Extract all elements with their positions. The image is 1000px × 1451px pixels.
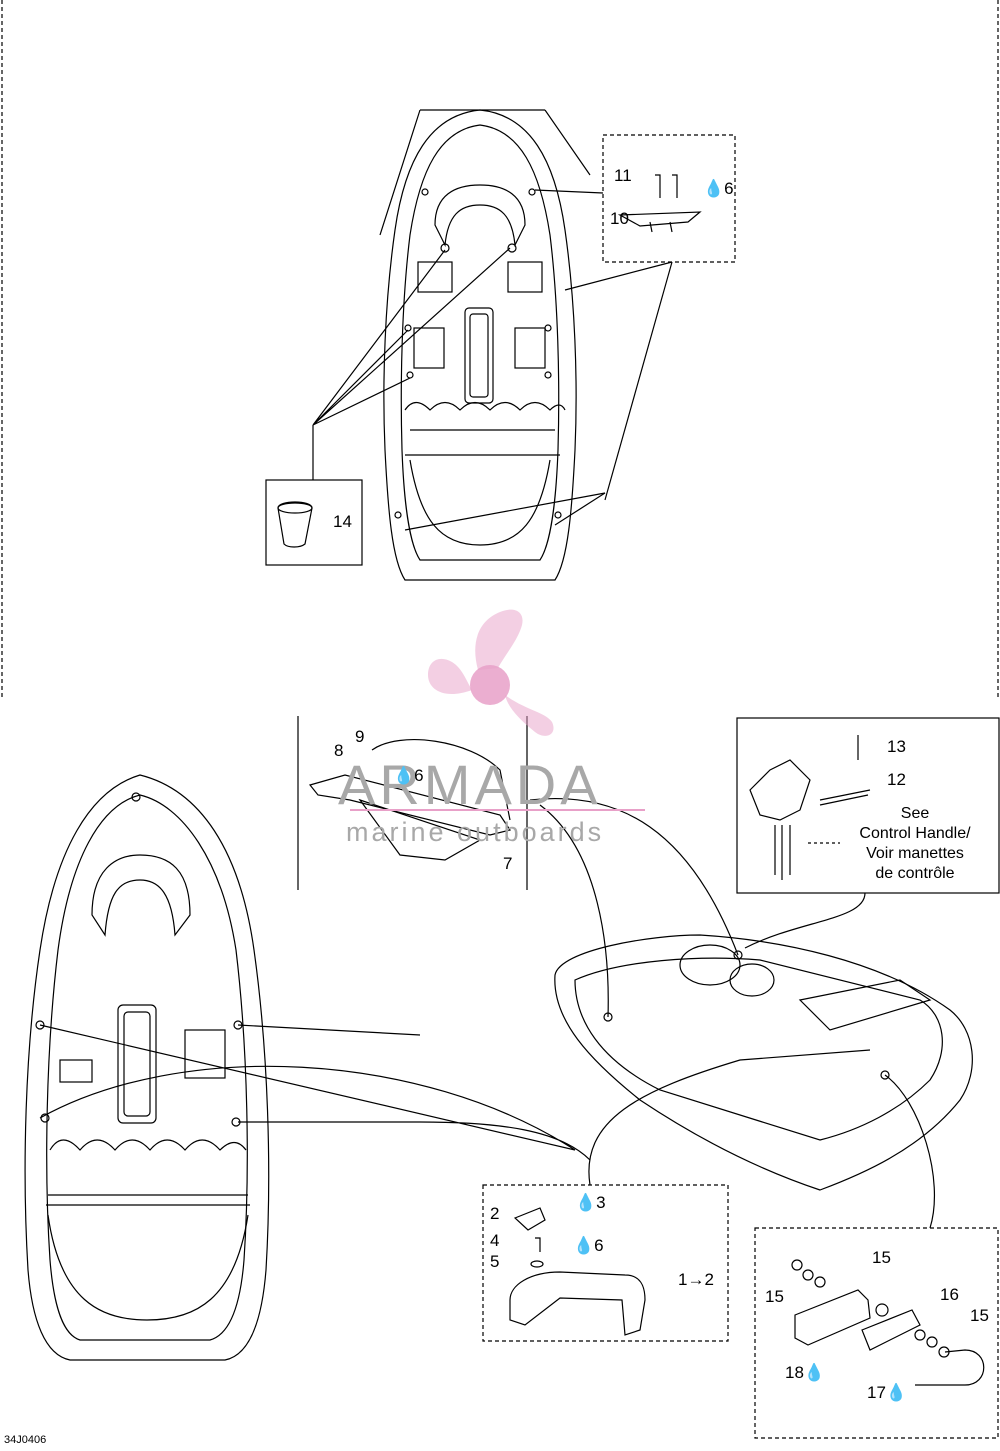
watermark-tagline: marine outboards	[346, 817, 605, 847]
watermark-brand: ARMADA	[338, 753, 602, 816]
callout-16: 16	[940, 1285, 959, 1304]
callout-1: 1→2	[678, 1270, 714, 1289]
callout-10: 10	[610, 209, 629, 228]
callout-3: 💧3	[575, 1193, 606, 1212]
callout-5: 5	[490, 1252, 500, 1271]
callout-15-left: 15	[765, 1287, 784, 1306]
hardware-box-cleat	[602, 134, 736, 263]
boat-3d-view	[554, 934, 973, 1191]
arrow-right-icon: →	[687, 1270, 705, 1289]
grab-rail-group	[308, 739, 511, 861]
callout-7: 7	[503, 854, 513, 873]
callout-12: 12	[887, 770, 906, 789]
hardware-box-eyelet	[754, 1227, 999, 1439]
callout-8: 8	[334, 741, 344, 760]
see-control-handle-note: See Control Handle/ Voir manettes de con…	[859, 805, 971, 882]
callout-11: 11	[614, 166, 632, 185]
callout-15-top: 15	[872, 1248, 891, 1267]
hardware-box-cup	[265, 479, 363, 566]
callout-13: 13	[887, 737, 906, 756]
bottom-deck-view	[24, 774, 270, 1361]
drop-icon: 💧	[803, 1363, 826, 1382]
drop-icon: 💧	[393, 766, 415, 785]
callout-4: 4	[490, 1231, 500, 1250]
callout-14: 14	[333, 512, 352, 531]
propeller-logo	[428, 609, 554, 736]
callout-6-handle: 💧6	[573, 1236, 604, 1255]
hardware-box-handle	[482, 1184, 729, 1342]
drop-icon: 💧	[703, 179, 725, 198]
hardware-box-control	[736, 717, 1000, 894]
drop-icon: 💧	[575, 1193, 597, 1212]
drop-icon: 💧	[885, 1383, 908, 1402]
top-deck-view	[383, 109, 577, 581]
callout-17: 17💧	[867, 1383, 908, 1402]
callout-18: 18💧	[785, 1363, 826, 1382]
callout-6: 💧6	[703, 179, 734, 198]
callout-2: 2	[490, 1204, 500, 1223]
callout-6-rail: 💧6	[393, 766, 424, 785]
drop-icon: 💧	[573, 1236, 595, 1255]
callout-9: 9	[355, 727, 365, 746]
diagram-code: 34J0406	[4, 1434, 47, 1446]
callout-15-right: 15	[970, 1306, 989, 1325]
